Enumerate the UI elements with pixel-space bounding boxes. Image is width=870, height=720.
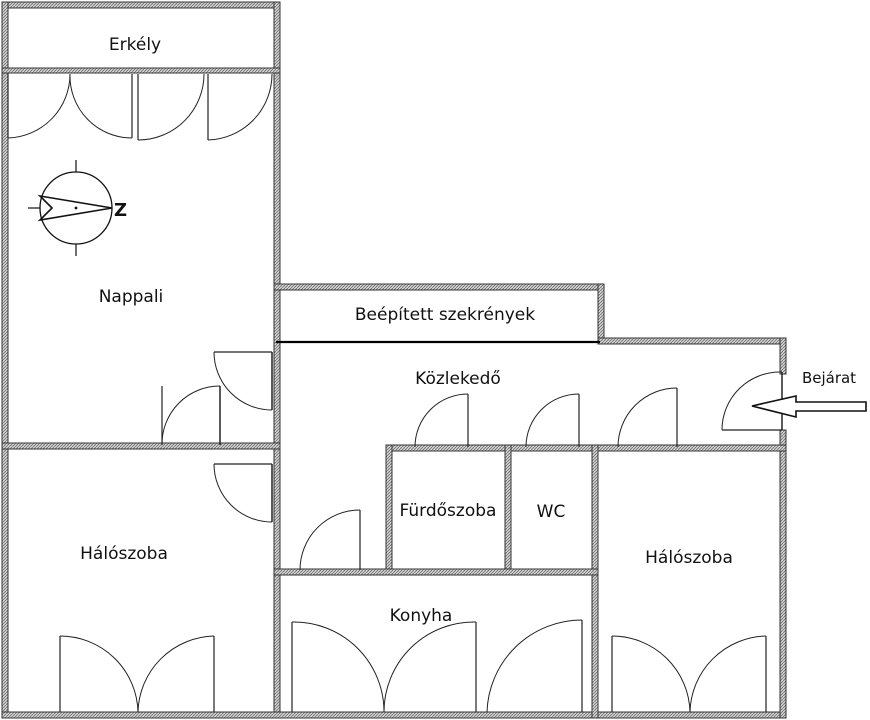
- room-label-szekrenyek: Beépített szekrények: [355, 305, 535, 325]
- halo2-doors: [611, 635, 767, 713]
- room-label-erkely: Erkély: [109, 35, 161, 55]
- room-label-wc: WC: [537, 502, 566, 522]
- walls: [1, 1, 787, 719]
- room-label-nappali: Nappali: [99, 287, 164, 307]
- compass-north-label: Z: [114, 200, 127, 221]
- konyha-doors: [291, 619, 583, 713]
- nappali-doors: [161, 351, 273, 446]
- compass-rose: Z: [28, 160, 127, 256]
- balcony-doors: [7, 73, 273, 141]
- room-label-furdo: Fürdőszoba: [400, 501, 497, 521]
- room-label-konyha: Konyha: [390, 606, 453, 626]
- room-label-kozlekedo: Közlekedő: [415, 369, 501, 389]
- room-label-bejarat: Bejárat: [802, 369, 856, 387]
- halo1-doors: [59, 463, 273, 713]
- room-label-halo1: Hálószoba: [80, 544, 168, 564]
- entrance-arrow-icon: [751, 394, 867, 419]
- corridor-doors: [299, 371, 783, 571]
- room-label-halo2: Hálószoba: [645, 548, 733, 568]
